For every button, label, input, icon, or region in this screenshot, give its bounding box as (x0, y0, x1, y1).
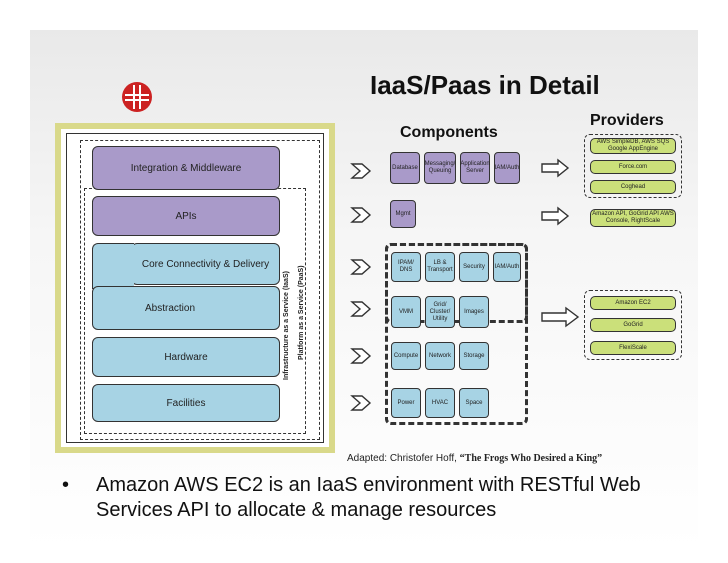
facilities-layer: Facilities (92, 384, 280, 422)
component-database: Database (390, 152, 420, 184)
credit-work-title: “The Frogs Who Desired a King” (459, 453, 603, 464)
bullet-marker: • (62, 474, 70, 496)
component-storage: Storage (459, 342, 489, 370)
source-credit: Adapted: Christofer Hoff, “The Frogs Who… (347, 453, 602, 464)
component-mgmt: Mgmt (390, 200, 416, 228)
chevron-icon (350, 259, 372, 275)
provider-group-iaas (584, 290, 682, 360)
core-connectivity-layer: Core Connectivity & Delivery (131, 243, 280, 285)
provider-aws-simpledb: AWS SimpleDB, AWS SQS Google AppEngine (590, 138, 676, 154)
arrow-right-icon (541, 206, 570, 226)
provider-amazon-ec2: Amazon EC2 (590, 296, 676, 310)
component-images: Images (459, 296, 489, 328)
component-network: Network (425, 342, 455, 370)
provider-coghead: Coghead (590, 180, 676, 194)
credit-prefix: Adapted: Christofer Hoff, (347, 453, 460, 464)
slide-title: IaaS/Paas in Detail (370, 70, 600, 100)
arrow-right-icon (541, 306, 580, 328)
component-security: Security (459, 252, 489, 282)
component-hvac: HVAC (425, 388, 455, 418)
chevron-icon (350, 348, 372, 364)
iaas-label: Infrastructure as a Service (IaaS) (283, 271, 290, 380)
component-space: Space (459, 388, 489, 418)
paas-boundary (80, 140, 320, 440)
components-heading: Components (400, 124, 498, 141)
providers-heading: Providers (590, 112, 664, 129)
provider-api-console: Amazon API, GoGrid API AWS Console, Righ… (590, 209, 676, 227)
integration-middleware-layer: Integration & Middleware (92, 146, 280, 190)
provider-gogrid: GoGrid (590, 318, 676, 332)
component-iam-auth-infra: IAM/Auth (493, 252, 521, 282)
apis-layer: APIs (92, 196, 280, 236)
component-power: Power (391, 388, 421, 418)
chevron-icon (350, 163, 372, 179)
component-compute: Compute (391, 342, 421, 370)
component-lb-transport: LB & Transport (425, 252, 455, 282)
component-messaging: Messaging/ Queuing (424, 152, 456, 184)
infrastructure-component-group (385, 243, 528, 425)
abstraction-connector (92, 243, 134, 289)
component-grid-cluster: Grid/ Cluster/ Utility (425, 296, 455, 328)
bullet-text: Amazon AWS EC2 is an IaaS environment wi… (96, 474, 641, 521)
provider-group-paas (584, 134, 682, 198)
component-iam-auth: IAM/Auth (494, 152, 520, 184)
arrow-right-icon (541, 158, 570, 178)
chevron-icon (350, 207, 372, 223)
hardware-layer: Hardware (92, 337, 280, 377)
company-logo (122, 82, 152, 112)
chevron-icon (350, 395, 372, 411)
chevron-icon (350, 301, 372, 317)
paas-label: Platform as a Service (PaaS) (298, 265, 305, 360)
component-app-server: Application Server (460, 152, 490, 184)
provider-force: Force.com (590, 160, 676, 174)
provider-flexiscale: FlexiScale (590, 341, 676, 355)
abstraction-layer: Abstraction (92, 286, 280, 330)
component-ipam-dns: IPAM/ DNS (391, 252, 421, 282)
component-vmm: VMM (391, 296, 421, 328)
